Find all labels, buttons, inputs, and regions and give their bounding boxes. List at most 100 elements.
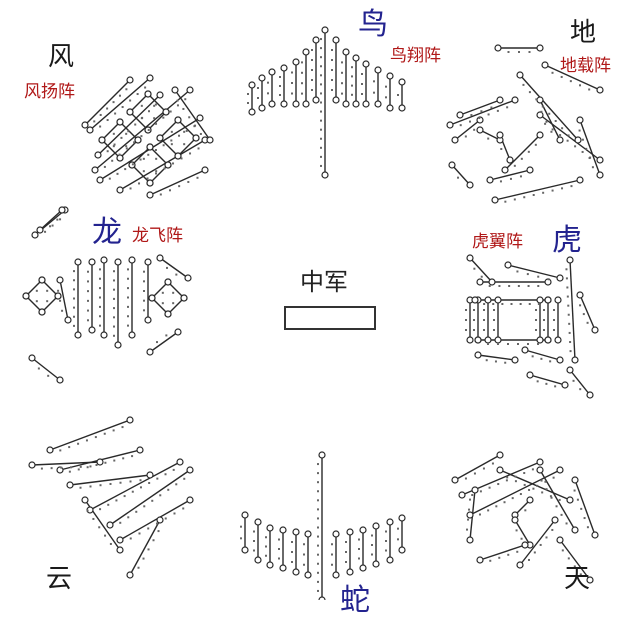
niao-troop-mark xyxy=(341,82,343,85)
di-troop-mark xyxy=(513,198,516,201)
niao-node xyxy=(352,54,360,62)
niao-node xyxy=(280,100,288,108)
tian-line xyxy=(479,544,526,561)
di-node xyxy=(496,96,504,104)
she-node xyxy=(318,451,326,459)
yun-troop-mark xyxy=(164,473,167,476)
feng-troop-mark xyxy=(125,145,128,148)
long-troop-mark xyxy=(73,324,75,327)
feng-troop-mark xyxy=(176,104,179,107)
yun-troop-mark xyxy=(70,466,73,469)
feng-node xyxy=(206,136,214,144)
yun-troop-mark xyxy=(139,486,142,489)
she-node xyxy=(266,561,274,569)
hu-node xyxy=(536,336,544,344)
tian-troop-mark xyxy=(482,467,485,470)
di-char: 地 xyxy=(570,18,597,48)
niao-troop-mark xyxy=(320,164,322,167)
yun-troop-mark xyxy=(152,539,155,542)
tian-node xyxy=(591,531,599,539)
she-troop-mark xyxy=(397,538,399,541)
feng-troop-mark xyxy=(114,112,117,115)
feng-troop-mark xyxy=(155,172,158,175)
yun-troop-mark xyxy=(129,537,132,540)
feng-node xyxy=(31,231,39,239)
long-troop-mark xyxy=(113,279,115,282)
long-troop-mark xyxy=(113,334,115,337)
yun-node xyxy=(156,516,164,524)
long-node xyxy=(180,294,188,302)
niao-node xyxy=(398,104,406,112)
hu-node xyxy=(526,371,534,379)
feng-line xyxy=(101,121,121,141)
she-troop-mark xyxy=(317,535,319,538)
niao-node xyxy=(332,96,340,104)
long-troop-mark xyxy=(127,315,129,318)
feng-formation-name: 风扬阵 xyxy=(24,82,75,102)
long-node xyxy=(100,331,108,339)
yun-troop-mark xyxy=(99,484,102,487)
tian-troop-mark xyxy=(497,483,500,486)
feng-line xyxy=(94,89,191,171)
long-troop-mark xyxy=(35,300,38,303)
feng-troop-mark xyxy=(93,120,96,123)
hu-troop-mark xyxy=(492,303,495,305)
long-node xyxy=(38,276,46,284)
feng-troop-mark xyxy=(159,193,162,196)
yun-troop-mark xyxy=(109,542,112,545)
hu-node xyxy=(511,356,519,364)
long-line xyxy=(41,279,59,297)
feng-troop-mark xyxy=(112,145,115,148)
di-troop-mark xyxy=(554,119,557,122)
tian-line xyxy=(454,454,501,481)
tian-node xyxy=(586,576,594,584)
tian-troop-mark xyxy=(576,498,579,501)
tian-troop-mark xyxy=(545,488,548,491)
yun-troop-mark xyxy=(104,534,107,537)
she-troop-mark xyxy=(291,551,293,553)
tian-char: 天 xyxy=(564,564,591,594)
niao-troop-mark xyxy=(279,76,281,78)
di-troop-mark xyxy=(561,127,564,130)
feng-line xyxy=(129,111,149,131)
long-line xyxy=(25,279,43,297)
feng-node xyxy=(116,118,124,126)
hu-troop-mark xyxy=(527,343,529,345)
feng-node xyxy=(196,114,204,122)
niao-node xyxy=(362,100,370,108)
she-troop-mark xyxy=(253,549,255,552)
long-troop-mark xyxy=(99,324,101,327)
long-node xyxy=(56,276,64,284)
tian-node xyxy=(451,476,459,484)
she-troop-mark xyxy=(358,548,360,550)
she-troop-mark xyxy=(278,557,280,560)
di-node xyxy=(541,61,549,69)
hu-node xyxy=(474,351,482,359)
she-troop-mark xyxy=(317,481,319,484)
she-troop-mark xyxy=(358,557,360,560)
di-troop-mark xyxy=(504,200,507,203)
niao-troop-mark xyxy=(291,82,293,84)
long-troop-mark xyxy=(59,299,62,302)
tian-node xyxy=(556,466,564,474)
feng-line xyxy=(147,111,167,131)
feng-troop-mark xyxy=(188,116,191,119)
feng-troop-mark xyxy=(111,159,114,162)
feng-troop-mark xyxy=(108,177,111,180)
tian-troop-mark xyxy=(514,480,517,483)
long-node xyxy=(128,331,136,339)
di-troop-mark xyxy=(500,147,503,150)
feng-node xyxy=(174,152,182,160)
di-node xyxy=(536,44,544,52)
yun-troop-mark xyxy=(86,509,89,512)
tian-troop-mark xyxy=(487,509,490,512)
di-line xyxy=(451,164,471,186)
di-troop-mark xyxy=(469,120,472,123)
yun-troop-mark xyxy=(147,548,150,551)
she-troop-mark xyxy=(345,561,347,563)
yun-node xyxy=(66,481,74,489)
tian-troop-mark xyxy=(488,486,491,489)
tian-troop-mark xyxy=(555,505,558,508)
long-troop-mark xyxy=(87,319,89,322)
she-troop-mark xyxy=(265,554,267,557)
